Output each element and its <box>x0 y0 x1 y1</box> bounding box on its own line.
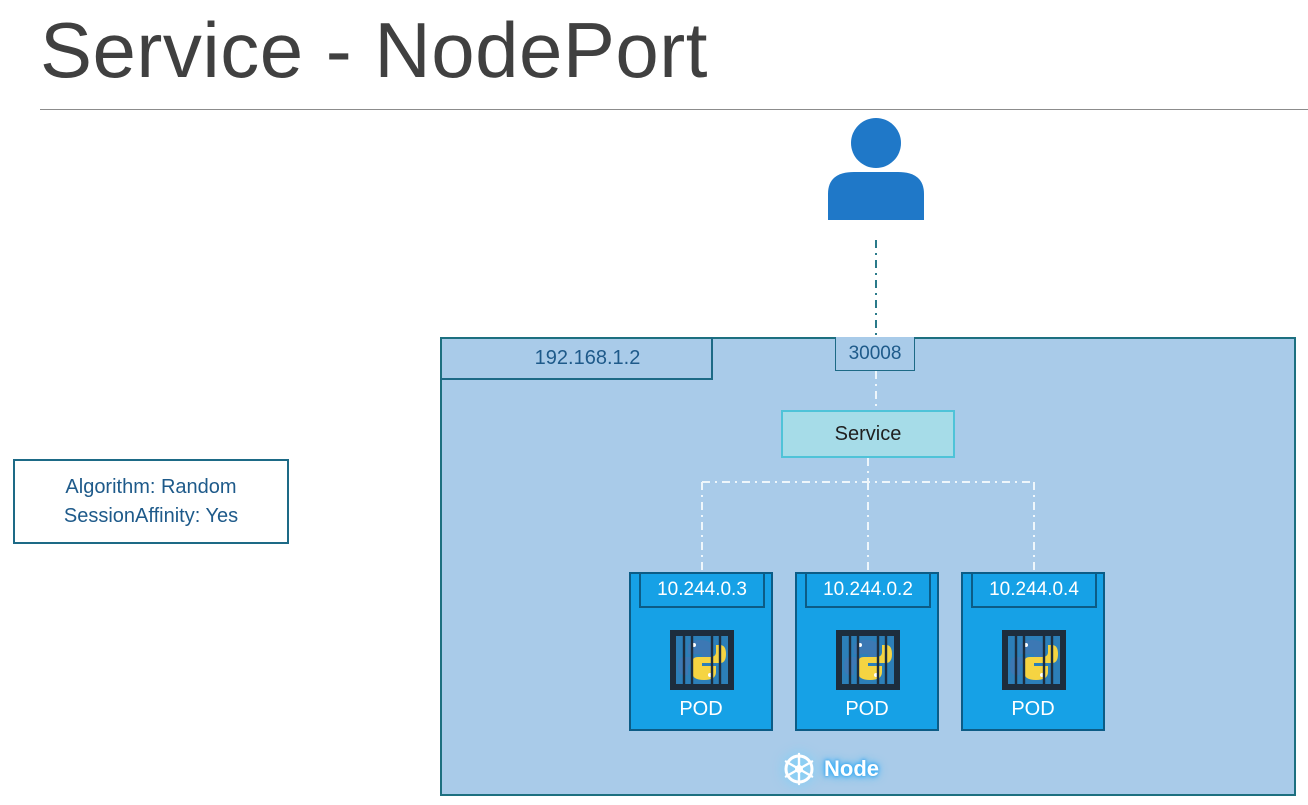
title-divider <box>40 109 1308 110</box>
pod-ip: 10.244.0.2 <box>805 574 931 608</box>
pod-ip: 10.244.0.3 <box>639 574 765 608</box>
pod-2: 10.244.0.2 POD <box>795 572 939 731</box>
load-balancing-settings-box: Algorithm: Random SessionAffinity: Yes <box>13 459 289 544</box>
pod-1: 10.244.0.3 POD <box>629 572 773 731</box>
python-container-icon <box>1002 630 1066 690</box>
python-container-icon <box>836 630 900 690</box>
pod-label: POD <box>679 698 723 720</box>
algorithm-text: Algorithm: Random <box>65 475 237 498</box>
kubernetes-wheel-icon <box>784 752 814 786</box>
node-label: Node <box>782 745 922 793</box>
python-container-icon <box>670 630 734 690</box>
node-port-box: 30008 <box>835 337 915 371</box>
node-ip-label: 192.168.1.2 <box>440 337 713 380</box>
slide-title: Service - NodePort <box>40 6 708 94</box>
pod-ip: 10.244.0.4 <box>971 574 1097 608</box>
node-label-text: Node <box>824 756 879 781</box>
user-icon <box>828 118 924 220</box>
pod-label: POD <box>1011 698 1055 720</box>
session-affinity-text: SessionAffinity: Yes <box>63 504 239 527</box>
pod-label: POD <box>845 698 889 720</box>
pod-3: 10.244.0.4 POD <box>961 572 1105 731</box>
service-box: Service <box>781 410 955 458</box>
